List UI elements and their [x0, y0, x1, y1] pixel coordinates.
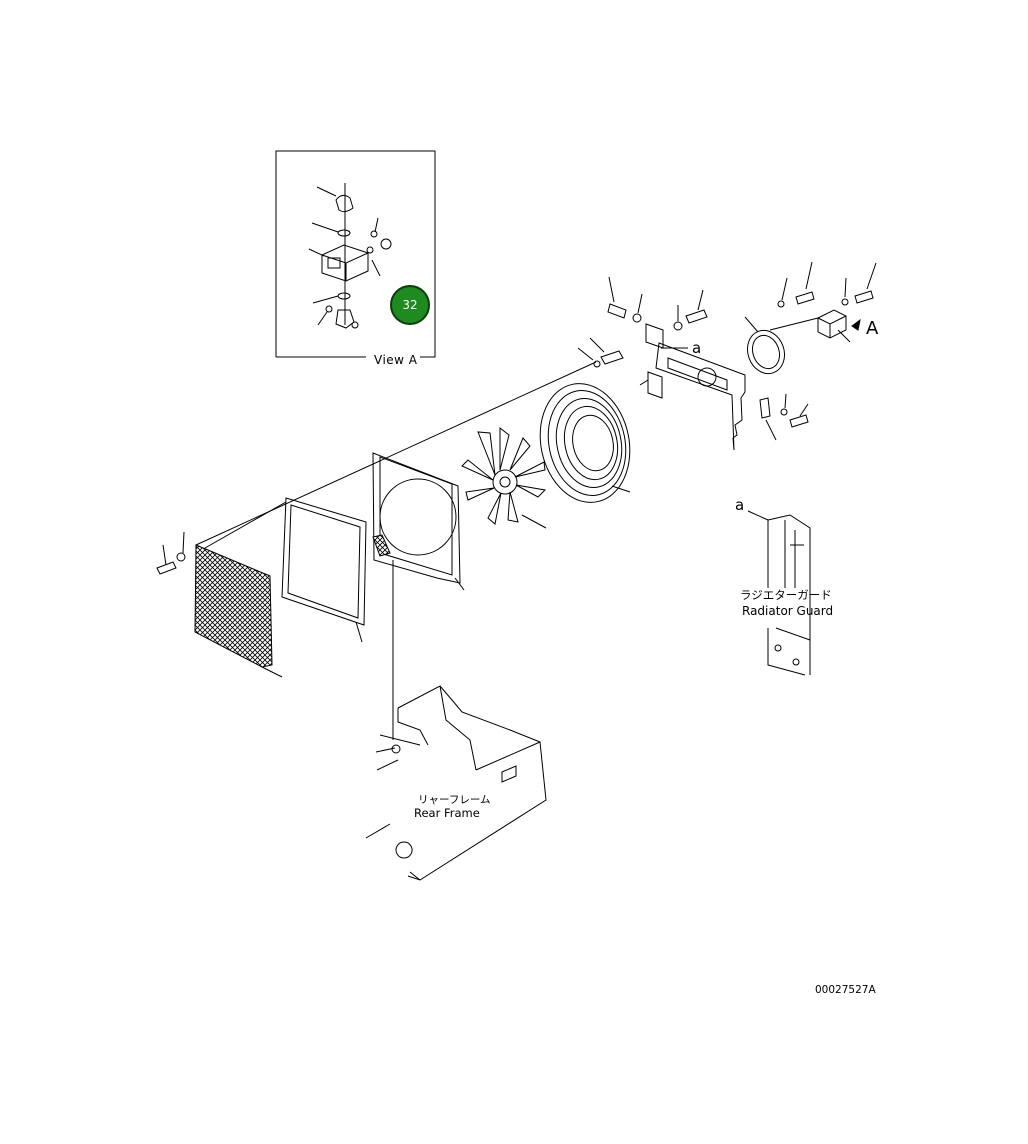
drawing-number: 00027527A — [815, 984, 876, 996]
bolt-left — [156, 531, 186, 575]
radiator-guard-label-jp: ラジエターガード — [740, 588, 832, 602]
radiator-guard-detail — [747, 510, 811, 676]
bolts-right-middle — [759, 393, 809, 441]
reference-letter-a-guard: a — [735, 496, 745, 514]
bolts-top-right — [607, 261, 877, 331]
view-a-inset — [275, 150, 436, 358]
view-a-label: View A — [374, 353, 418, 367]
rear-frame-label: Rear Frame — [414, 806, 480, 820]
mesh-screen — [194, 544, 283, 678]
view-arrow-letter: A — [866, 318, 879, 339]
part-callout-32[interactable]: 32 — [390, 285, 430, 325]
gasket — [281, 497, 367, 643]
radiator-guard-label: Radiator Guard — [742, 604, 834, 618]
bolt-center — [577, 337, 624, 368]
assembly-axis — [195, 347, 688, 740]
rear-frame — [365, 685, 547, 881]
cooling-fan — [461, 426, 547, 529]
clamp-ring — [744, 316, 819, 375]
reference-letter-a: a — [692, 339, 702, 357]
fan-shroud — [372, 452, 465, 591]
valve-assembly — [817, 309, 861, 343]
fan-guard — [539, 383, 631, 503]
rear-frame-label-jp: リャーフレーム — [418, 794, 491, 806]
mounting-bracket — [639, 323, 746, 451]
